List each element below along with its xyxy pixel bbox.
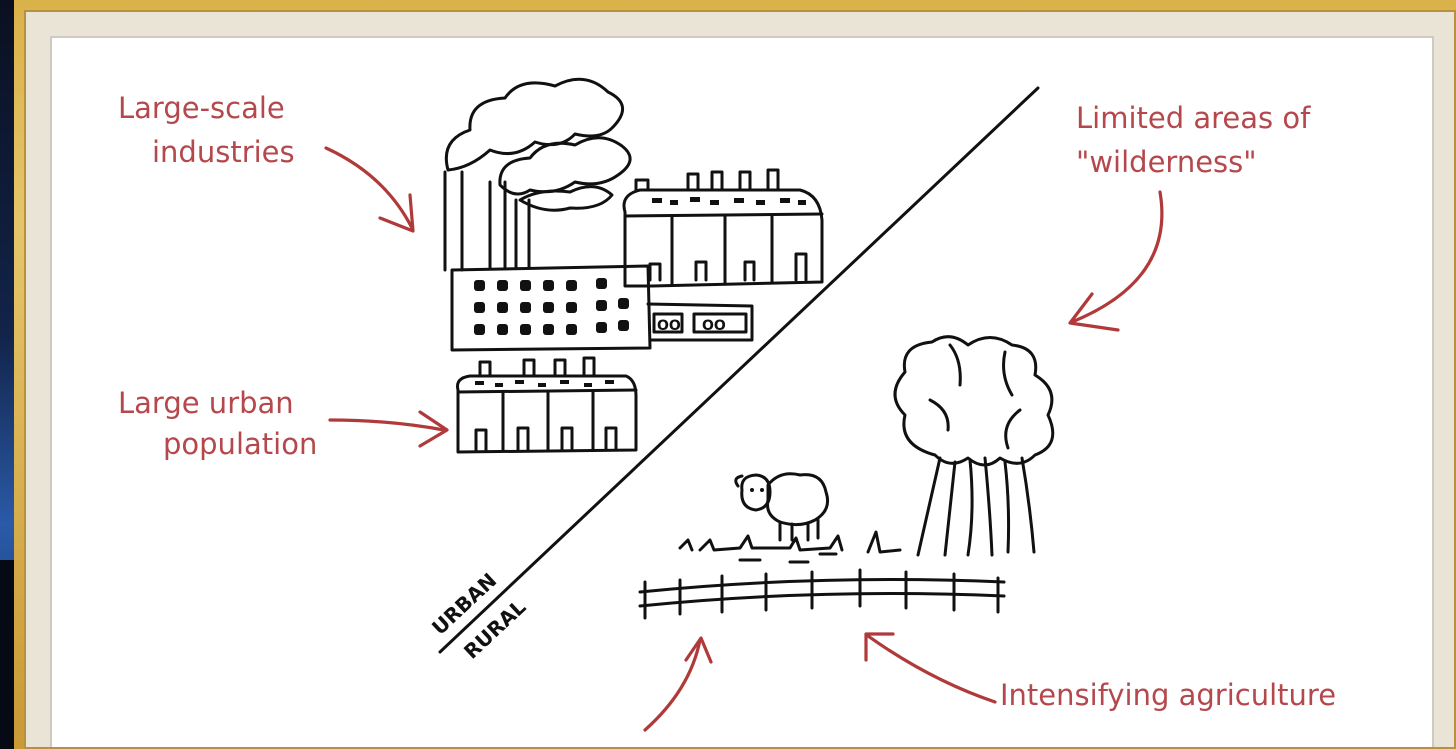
label-urban-line2: population (163, 427, 317, 461)
arrow-to-agriculture (866, 634, 995, 702)
svg-text:OO: OO (657, 318, 681, 334)
factory-drawing: OO OO (445, 79, 822, 350)
label-agriculture: Intensifying agriculture (1000, 678, 1336, 712)
label-wilderness-line1: Limited areas of (1076, 101, 1311, 135)
label-urban-line1: Large urban (118, 386, 294, 420)
urban-houses-drawing (458, 358, 637, 452)
arrow-to-fence (645, 638, 711, 730)
arrow-to-urban (330, 412, 447, 446)
fence-drawing (640, 570, 1004, 618)
label-industries-line1: Large-scale (118, 91, 285, 125)
label-industries-line2: industries (152, 135, 295, 169)
arrow-to-wilderness (1070, 192, 1162, 330)
grass-drawing (680, 532, 900, 562)
svg-text:OO: OO (702, 318, 726, 334)
sheep-drawing (736, 474, 828, 540)
label-wilderness-line2: "wilderness" (1076, 145, 1257, 179)
arrow-to-industries (326, 148, 413, 231)
trees-drawing (895, 337, 1053, 555)
